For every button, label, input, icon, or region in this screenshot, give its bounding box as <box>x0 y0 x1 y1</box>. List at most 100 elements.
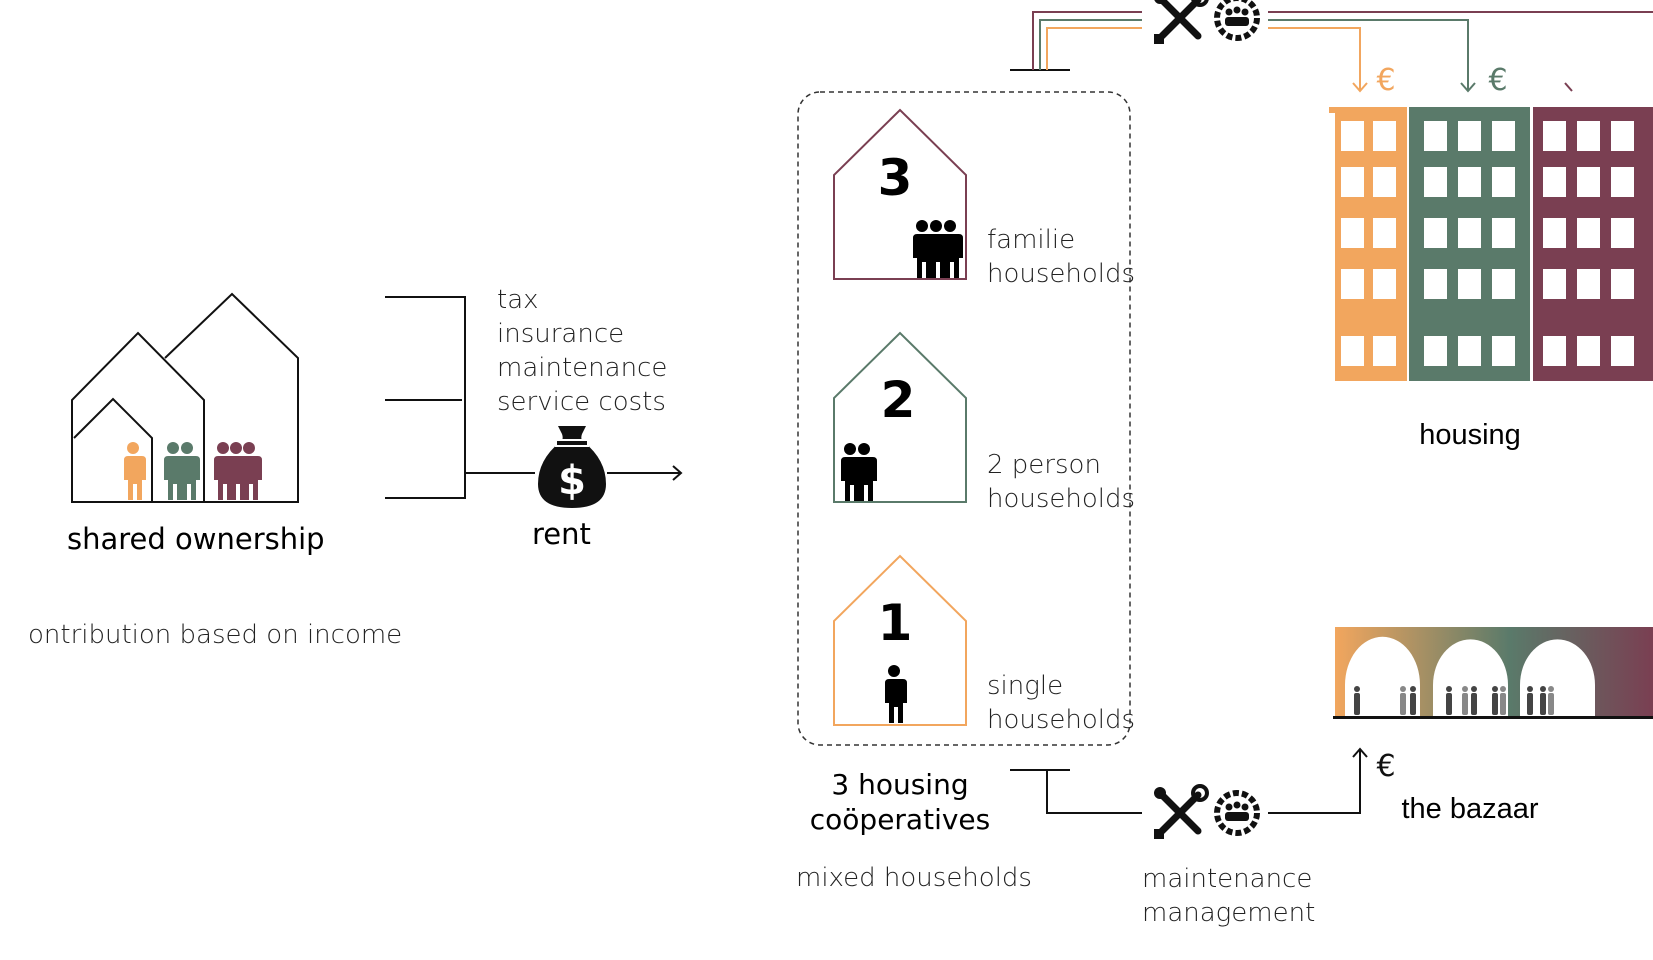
building-window <box>1492 167 1515 197</box>
housing-label: housing <box>1419 419 1521 451</box>
building-window <box>1543 218 1566 248</box>
shared-ownership-houses <box>71 292 299 503</box>
building-window <box>1341 121 1364 151</box>
building-window <box>1458 121 1481 151</box>
building-window <box>1341 218 1364 248</box>
pedestrian-silhouette <box>1462 686 1468 715</box>
money-bag-icon: $ <box>538 426 606 508</box>
pedestrian-silhouette <box>1400 686 1406 715</box>
cooperatives-subtitle: mixed households <box>796 863 1032 893</box>
building-window <box>1543 167 1566 197</box>
cost-bracket <box>385 296 683 499</box>
building-window <box>1492 121 1515 151</box>
management-label-line: maintenance <box>1142 864 1313 894</box>
cooperative-house-3: 3 <box>833 108 967 280</box>
pedestrian-silhouette <box>1471 686 1477 715</box>
pedestrian-silhouette <box>1410 686 1416 715</box>
building-window <box>1458 218 1481 248</box>
house-number-1: 1 <box>878 594 913 652</box>
building-window <box>1611 336 1634 366</box>
house-label-line: households <box>987 259 1136 289</box>
person-icon <box>885 665 907 723</box>
house-2-label: 2 person households <box>987 448 1135 516</box>
house-label-line: 2 person <box>987 450 1101 480</box>
bazaar-arcade <box>1333 627 1653 719</box>
building-window <box>1341 167 1364 197</box>
shared-ownership-title: shared ownership <box>67 522 325 556</box>
building-window <box>1611 218 1634 248</box>
house-label-line: single <box>987 671 1064 701</box>
building-window <box>1373 121 1396 151</box>
pedestrian-silhouette <box>1527 686 1533 715</box>
house-1-label: single households <box>987 669 1135 737</box>
house-number-2: 2 <box>881 371 916 429</box>
housing-blocks <box>1329 107 1653 381</box>
building-window <box>1611 269 1634 299</box>
house-label-line: households <box>987 705 1136 735</box>
tools-icon <box>1154 0 1209 44</box>
building-window <box>1424 121 1447 151</box>
building-window <box>1424 218 1447 248</box>
cooperative-house-1: 1 <box>833 554 967 726</box>
euro-orange: € <box>1376 63 1395 98</box>
gear-people-icon <box>1214 790 1260 836</box>
building-window <box>1341 336 1364 366</box>
bazaar-label: the bazaar <box>1401 793 1538 825</box>
tools-icon <box>1154 784 1209 839</box>
cooperatives-group-box <box>797 91 1131 746</box>
cost-item: service costs <box>497 387 666 417</box>
building-window <box>1492 218 1515 248</box>
house-label-line: households <box>987 484 1136 514</box>
person-icon <box>124 442 146 500</box>
arrow-right-icon <box>672 465 683 481</box>
building-window <box>1424 167 1447 197</box>
building-window <box>1577 269 1600 299</box>
cooperative-house-2: 2 <box>833 331 967 503</box>
family-icon <box>214 442 262 500</box>
building-window <box>1341 269 1364 299</box>
pedestrian-silhouette <box>1446 686 1452 715</box>
building-window <box>1577 167 1600 197</box>
bottom-flow-lines <box>1010 747 1368 814</box>
arrow-down-icon <box>1460 82 1476 93</box>
cost-item: tax <box>497 285 539 315</box>
house-outline-small <box>73 397 153 502</box>
family-icon <box>913 220 963 278</box>
building-window <box>1577 336 1600 366</box>
management-label: maintenance management <box>1142 862 1315 960</box>
arrow-down-icon <box>1352 82 1368 93</box>
cooperatives-title-line: 3 housing <box>831 768 969 801</box>
building-window <box>1373 336 1396 366</box>
gear-people-icon <box>1214 0 1260 41</box>
house-number-3: 3 <box>878 149 913 207</box>
building-window <box>1577 121 1600 151</box>
rent-label: rent <box>532 517 591 551</box>
top-flow-lines <box>1010 11 1653 93</box>
pedestrian-silhouette <box>1540 686 1546 715</box>
building-window <box>1543 336 1566 366</box>
building-window <box>1424 336 1447 366</box>
building-window <box>1543 121 1566 151</box>
euro-bazaar: € <box>1376 749 1395 784</box>
building-window <box>1458 269 1481 299</box>
building-window <box>1611 121 1634 151</box>
building-window <box>1577 218 1600 248</box>
cooperatives-title: 3 housing coöperatives <box>800 767 1000 837</box>
couple-icon <box>164 442 200 500</box>
building-window <box>1373 218 1396 248</box>
building-window <box>1611 167 1634 197</box>
arrow-up-icon <box>1352 747 1368 758</box>
building-window <box>1458 336 1481 366</box>
building-window <box>1424 269 1447 299</box>
building-window <box>1458 167 1481 197</box>
building-window <box>1492 336 1515 366</box>
cost-item: maintenance <box>497 353 668 383</box>
building-window <box>1492 269 1515 299</box>
building-window <box>1373 167 1396 197</box>
pedestrian-silhouette <box>1492 686 1498 715</box>
building-window <box>1373 269 1396 299</box>
house-3-label: familie households <box>987 223 1135 291</box>
house-outline-large <box>71 292 299 503</box>
cost-items-list: tax insurance maintenance service costs <box>497 283 667 419</box>
